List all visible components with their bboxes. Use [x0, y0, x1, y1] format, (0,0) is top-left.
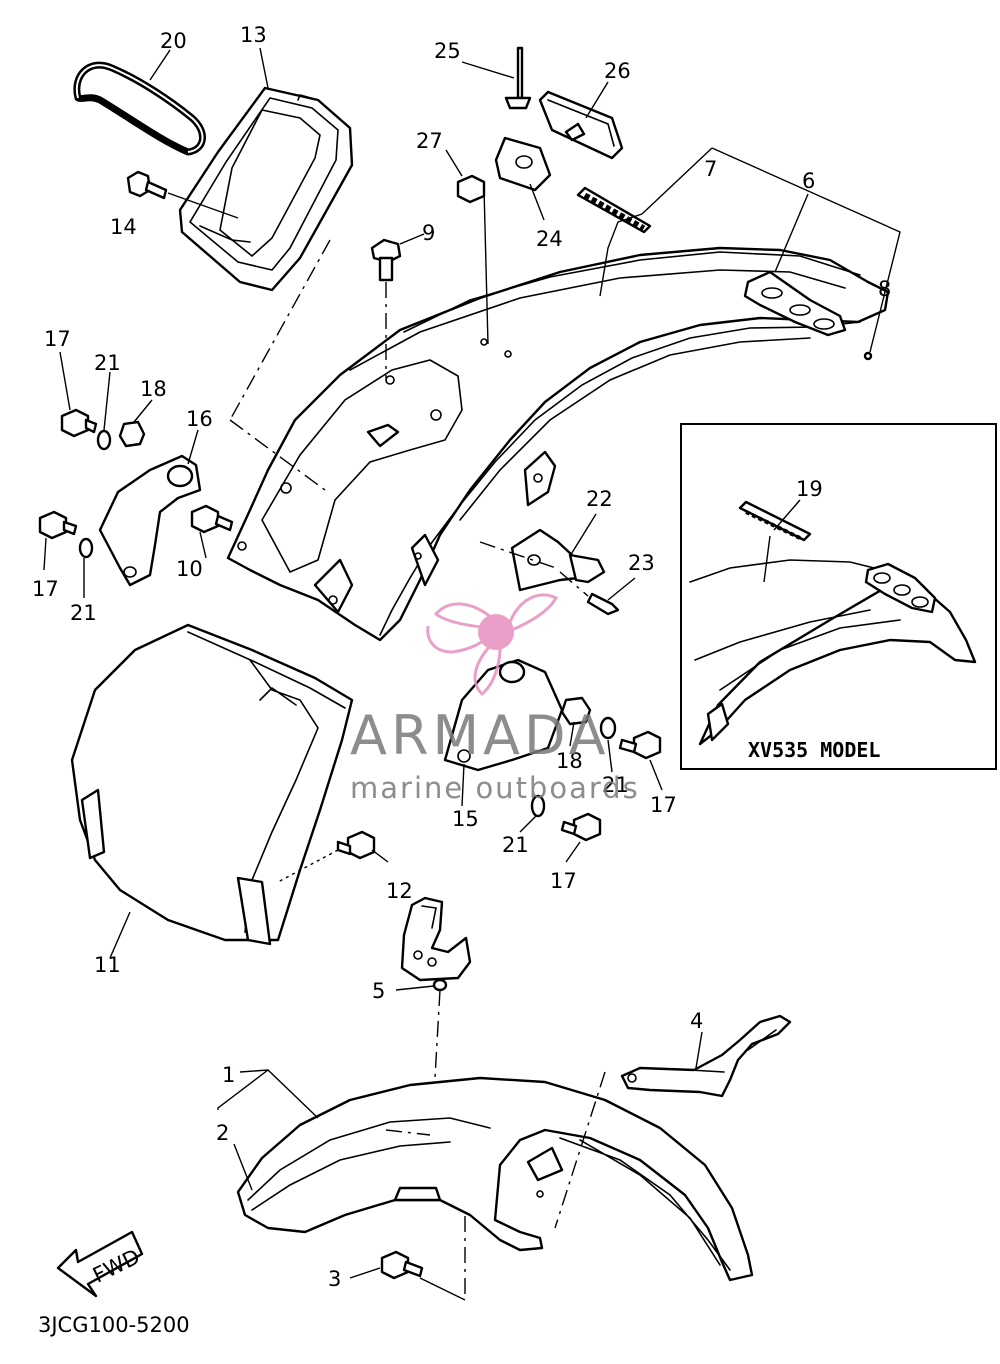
callout-7: 7: [704, 157, 717, 181]
part-13-cover: [178, 86, 354, 292]
callout-3: 3: [328, 1267, 341, 1291]
figure-code: 3JCG100-5200: [38, 1313, 190, 1337]
part-21-washer-d: [530, 794, 546, 818]
part-22-holder: [510, 528, 606, 592]
part-18-collar-a: [118, 420, 146, 448]
dash-connectors: [229, 239, 589, 1136]
callout-labels: 20 13 25 26 27 7 6 14 24 9 8 17 21 18 16…: [32, 23, 891, 1291]
part-16-bracket: [98, 454, 202, 587]
part-17-bolt-a: [60, 408, 98, 438]
callout-4: 4: [690, 1009, 703, 1033]
armada-watermark: ARMADA marine outboards: [350, 593, 640, 805]
part-5-mount-bracket: [400, 896, 472, 1131]
callout-17-c: 17: [650, 793, 677, 817]
part-24-bracket: [494, 136, 552, 192]
callout-21-c: 21: [602, 773, 629, 797]
part-11-lower-guard: [70, 623, 354, 946]
callout-27: 27: [416, 129, 443, 153]
part-4-stay: [620, 1014, 792, 1098]
callout-18-a: 18: [140, 377, 167, 401]
callout-18-b: 18: [556, 749, 583, 773]
callout-14: 14: [110, 215, 137, 239]
watermark-tagline: marine outboards: [350, 771, 640, 805]
callout-1: 1: [222, 1063, 235, 1087]
leader-lines: [43, 47, 901, 1301]
part-21-washer-b: [78, 537, 94, 559]
part-3-bolt: [380, 1250, 424, 1280]
callout-17-d: 17: [550, 869, 577, 893]
part-17-bolt-b: [38, 510, 78, 540]
callout-23: 23: [628, 551, 655, 575]
callout-24: 24: [536, 227, 563, 251]
callout-12: 12: [386, 879, 413, 903]
callout-2: 2: [216, 1121, 229, 1145]
callout-11: 11: [94, 953, 121, 977]
part-1-front-fender: [236, 1076, 754, 1282]
part-18-collar-b: [560, 696, 592, 726]
part-27-nut: [456, 174, 486, 204]
callout-5: 5: [372, 979, 385, 1003]
fwd-arrow-icon: FWD: [56, 1230, 144, 1298]
part-20-seal-strip: [73, 61, 206, 156]
callout-26: 26: [604, 59, 631, 83]
callout-20: 20: [160, 29, 187, 53]
part-25-pin: [504, 46, 532, 110]
inset-caption: XV535 MODEL: [748, 738, 880, 762]
callout-13: 13: [240, 23, 267, 47]
callout-21-a: 21: [94, 351, 121, 375]
callout-21-d: 21: [502, 833, 529, 857]
part-6-rear-fender: [226, 246, 890, 642]
part-7-emblem: [576, 186, 652, 234]
part-21-washer-c: [599, 716, 617, 740]
part-26-reflector: [538, 90, 624, 160]
inset-xv535: 19 XV535 MODEL: [680, 423, 997, 770]
callout-21-b: 21: [70, 601, 97, 625]
part-10-bolt: [190, 504, 234, 534]
callout-15: 15: [452, 807, 479, 831]
callout-8: 8: [878, 277, 891, 301]
callout-25: 25: [434, 39, 461, 63]
callout-6: 6: [802, 169, 815, 193]
propeller-logo-icon: [426, 593, 559, 697]
callout-22: 22: [586, 487, 613, 511]
part-17-bolt-c: [618, 730, 662, 760]
part-9-bolt: [370, 238, 402, 380]
callout-10: 10: [176, 557, 203, 581]
callout-17-a: 17: [44, 327, 71, 351]
part-23-bolt: [586, 592, 620, 616]
part-17-bolt-d: [560, 812, 602, 842]
callout-19: 19: [796, 477, 823, 501]
callout-16: 16: [186, 407, 213, 431]
part-14-bolt: [126, 170, 239, 219]
watermark-brand: ARMADA: [350, 704, 610, 767]
callout-17-b: 17: [32, 577, 59, 601]
part-21-washer-a: [96, 429, 112, 451]
callout-9: 9: [422, 221, 435, 245]
